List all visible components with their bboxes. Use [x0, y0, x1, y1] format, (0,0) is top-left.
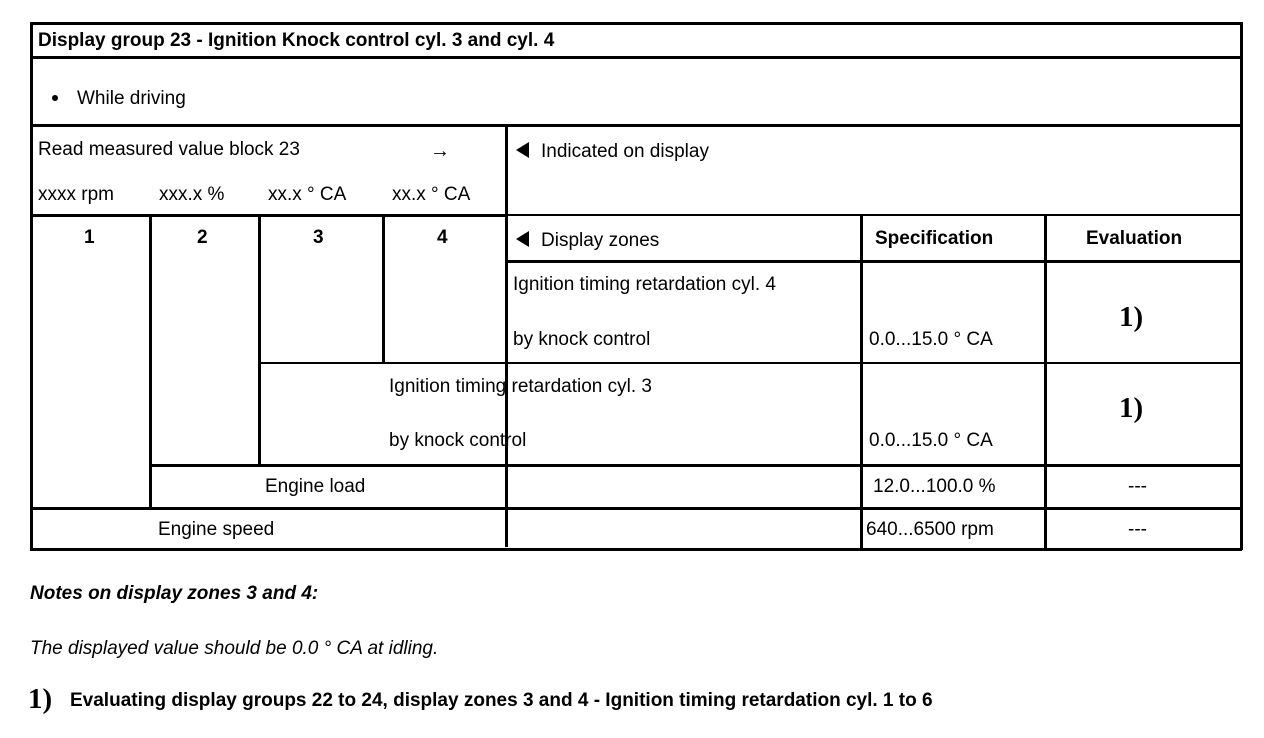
display-zones-triangle-icon [516, 231, 529, 247]
unit-zone-1: xxxx rpm [38, 184, 114, 205]
rule-below-cyl4-row [258, 362, 1242, 364]
table-border-right [1240, 22, 1243, 550]
evaluation-header: Evaluation [1086, 228, 1183, 249]
divider-zone-3-4 [382, 214, 385, 362]
row-cyl3-description-line2: by knock control [389, 430, 527, 451]
row-engine-speed-specification: 640...6500 rpm [866, 519, 994, 540]
row-cyl4-description-line2: by knock control [513, 329, 651, 350]
indicated-on-display-label: Indicated on display [541, 141, 709, 162]
notes-heading: Notes on display zones 3 and 4: [30, 583, 319, 604]
row-engine-load-description: Engine load [265, 476, 366, 497]
read-block-instruction: Read measured value block 23 [38, 139, 300, 160]
zone-number-1: 1 [84, 227, 95, 248]
divider-zone-1-2 [149, 214, 152, 507]
divider-zone-2-3 [258, 214, 261, 464]
page-title: Display group 23 - Ignition Knock contro… [38, 30, 555, 51]
table-border-left [30, 22, 33, 550]
footnote-text: Evaluating display groups 22 to 24, disp… [70, 690, 933, 711]
divider-spec-column [860, 214, 863, 548]
footnote-marker: 1) [28, 683, 53, 715]
unit-zone-2: xxx.x % [159, 184, 225, 205]
table-border-bottom [30, 548, 1242, 551]
rule-below-zoneheader [505, 214, 1242, 216]
divider-evaluation-column [1044, 214, 1047, 548]
row-cyl3-evaluation: 1) [1119, 392, 1144, 424]
zone-number-2: 2 [197, 227, 208, 248]
row-cyl4-evaluation: 1) [1119, 301, 1144, 333]
row-cyl4-specification: 0.0...15.0 ° CA [869, 329, 993, 350]
row-cyl4-description-line1: Ignition timing retardation cyl. 4 [513, 274, 776, 295]
row-engine-speed-evaluation: --- [1128, 519, 1147, 540]
unit-zone-4: xx.x ° CA [392, 184, 471, 205]
rule-below-cyl3-row [149, 464, 1242, 467]
rule-below-bullet [30, 124, 1242, 127]
display-zones-header: Display zones [541, 230, 660, 251]
zone-number-4: 4 [437, 227, 448, 248]
specification-header: Specification [875, 228, 994, 249]
arrow-right-icon: → [430, 140, 450, 162]
row-cyl3-description-line1: Ignition timing retardation cyl. 3 [389, 376, 652, 397]
unit-zone-3: xx.x ° CA [268, 184, 347, 205]
indicated-on-display-triangle-icon [516, 142, 529, 158]
table-border-top [30, 22, 1242, 25]
row-engine-load-specification: 12.0...100.0 % [873, 476, 996, 497]
notes-body: The displayed value should be 0.0 ° CA a… [30, 638, 439, 659]
row-engine-load-evaluation: --- [1128, 476, 1147, 497]
rule-below-zonetitles [505, 260, 1242, 263]
bullet-dot [52, 95, 58, 101]
rule-below-readblock [30, 214, 505, 217]
condition-label: While driving [77, 88, 186, 109]
rule-below-load-row [30, 507, 1242, 510]
row-engine-speed-description: Engine speed [158, 519, 275, 540]
zone-number-3: 3 [313, 227, 324, 248]
rule-below-title [30, 56, 1242, 59]
divider-zone-4-desc [505, 124, 508, 547]
row-cyl3-specification: 0.0...15.0 ° CA [869, 430, 993, 451]
